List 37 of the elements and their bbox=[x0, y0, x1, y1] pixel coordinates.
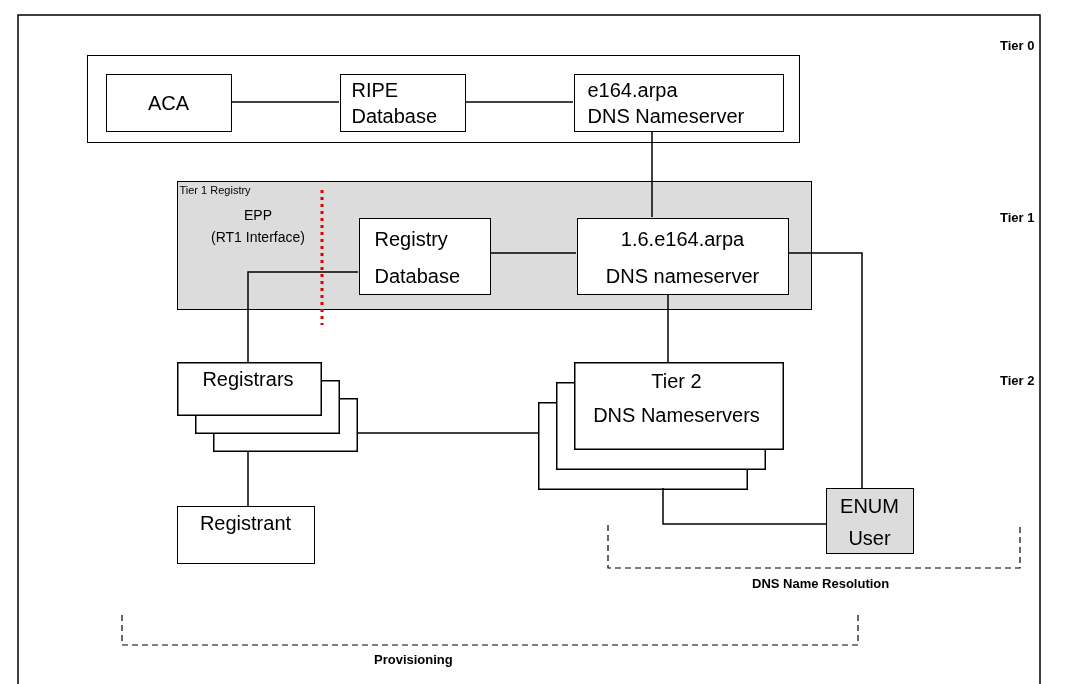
stacked-box bbox=[538, 362, 783, 488]
connector-line bbox=[230, 101, 340, 103]
connector-line bbox=[464, 101, 574, 103]
process-box bbox=[340, 74, 466, 132]
box-label: ACA bbox=[146, 90, 191, 115]
stacked-box bbox=[177, 362, 357, 452]
section-label: Provisioning bbox=[374, 651, 453, 668]
process-box bbox=[106, 74, 232, 132]
panel-title: Tier 1 Registry bbox=[179, 183, 251, 197]
box-label: Registry Database bbox=[374, 226, 461, 289]
box-label: Registrars bbox=[201, 366, 295, 391]
tier-container bbox=[87, 55, 800, 143]
registry-panel bbox=[177, 181, 812, 310]
box-label: e164.arpa DNS Nameserver bbox=[587, 77, 745, 129]
connector-line bbox=[662, 487, 827, 525]
tier-label: Tier 1 bbox=[1000, 209, 1035, 226]
box-label: RIPE Database bbox=[351, 77, 438, 129]
process-box bbox=[177, 506, 315, 564]
box-label: ENUM User bbox=[839, 493, 900, 551]
box-label: Registrant bbox=[198, 510, 293, 535]
process-box bbox=[577, 218, 789, 295]
interface-label: EPP (RT1 Interface) bbox=[210, 206, 306, 247]
connector-line bbox=[356, 432, 539, 434]
connector-line bbox=[667, 293, 669, 363]
shaded-box bbox=[826, 488, 914, 554]
box-label: 1.6.e164.arpa DNS nameserver bbox=[604, 226, 761, 289]
connector-line bbox=[651, 130, 653, 218]
box-label: Tier 2 DNS Nameservers bbox=[592, 368, 761, 428]
tier-label: Tier 2 bbox=[1000, 372, 1035, 389]
connector-line bbox=[787, 252, 863, 489]
process-box bbox=[359, 218, 491, 295]
process-box bbox=[574, 74, 784, 132]
connector-line bbox=[247, 271, 359, 363]
section-label: DNS Name Resolution bbox=[752, 575, 890, 592]
connector-line bbox=[489, 252, 577, 254]
connector-line bbox=[247, 451, 249, 507]
tier-label: Tier 0 bbox=[1000, 37, 1035, 54]
